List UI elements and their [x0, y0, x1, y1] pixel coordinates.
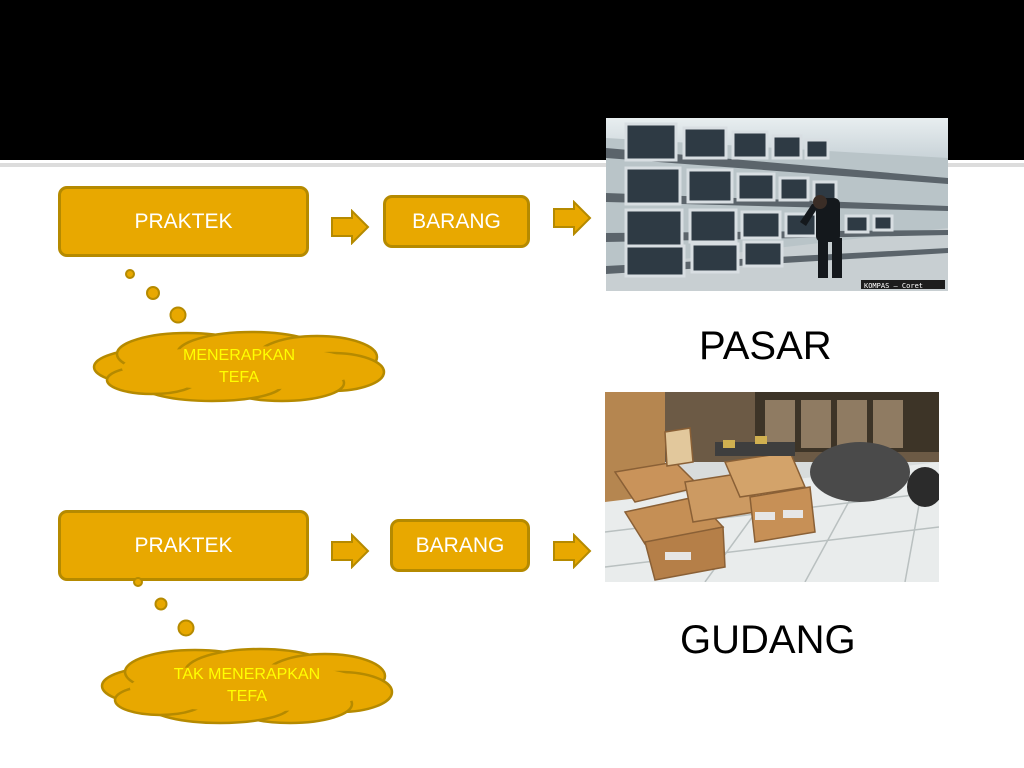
arrow-right-icon	[331, 209, 370, 245]
cloud-text-line-2: TEFA	[226, 688, 267, 705]
arrow-right-icon	[331, 533, 370, 569]
photo-watermark: KOMPAS — Coret	[864, 282, 923, 290]
cloud-text-line-1: TAK MENERAPKAN	[173, 666, 321, 683]
cloud-menerapkan-tefa: MENERAPKAN TEFA	[92, 330, 386, 404]
arrow-right-icon	[553, 200, 592, 236]
photo-warehouse	[605, 392, 939, 582]
cloud-tak-menerapkan-tefa: TAK MENERAPKAN TEFA	[100, 646, 394, 726]
cloud-text-line-2: TEFA	[218, 369, 259, 386]
caption-gudang: GUDANG	[680, 618, 856, 662]
arrow-right-icon	[553, 533, 592, 569]
barang-box-2: BARANG	[390, 519, 530, 572]
cloud-shape	[100, 647, 394, 725]
praktek-box-2: PRAKTEK	[58, 510, 309, 581]
praktek-box-1: PRAKTEK	[58, 186, 309, 257]
caption-pasar: PASAR	[699, 324, 832, 368]
header-divider	[0, 163, 1024, 167]
cloud-text-line-1: MENERAPKAN	[182, 347, 296, 364]
thought-bubble-dots	[133, 577, 195, 637]
barang-box-1: BARANG	[383, 195, 530, 248]
photo-tv-store: KOMPAS — Coret	[606, 118, 948, 291]
cloud-shape	[92, 330, 386, 403]
thought-bubble-dots	[125, 269, 187, 324]
